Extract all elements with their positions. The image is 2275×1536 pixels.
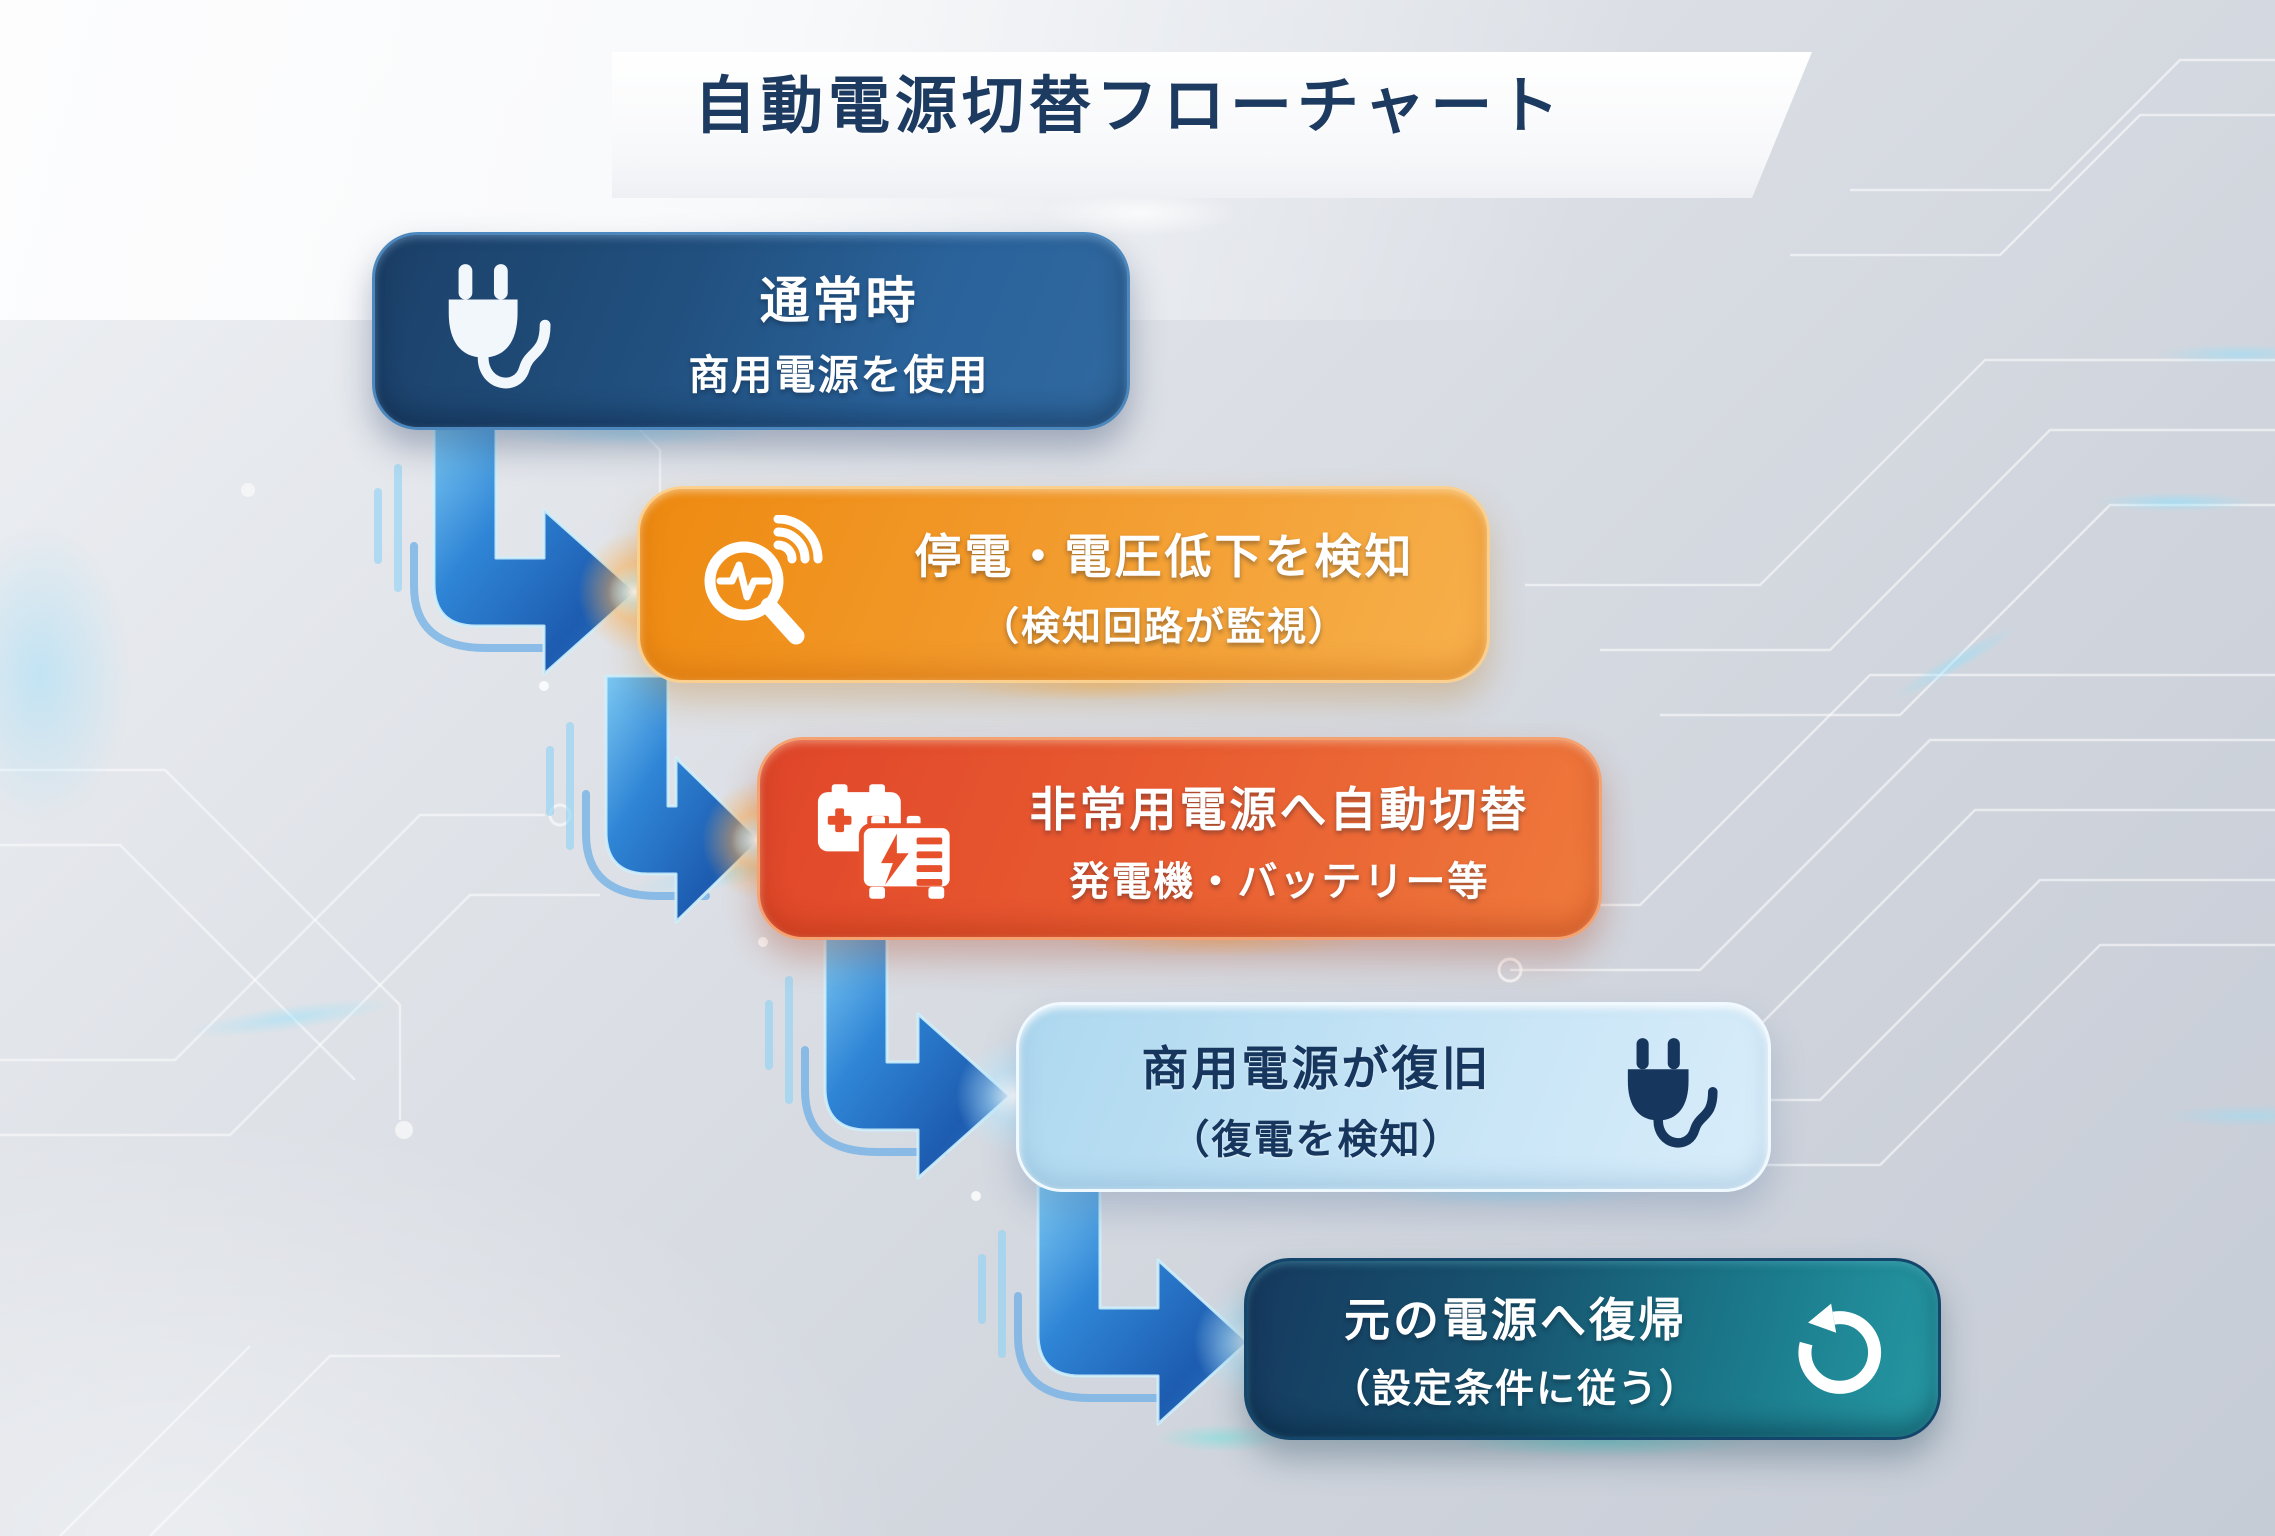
step-title: 通常時 bbox=[759, 273, 919, 329]
step-title: 元の電源へ復帰 bbox=[1344, 1294, 1687, 1346]
step-box-3-switch-to-emergency: 非常用電源へ自動切替 発電機・バッテリー等 bbox=[757, 737, 1602, 940]
step-box-5-return-to-original-power: 元の電源へ復帰 （設定条件に従う） bbox=[1244, 1258, 1941, 1440]
step-subtitle: （復電を検知） bbox=[1169, 1117, 1464, 1162]
step-title: 商用電源が復旧 bbox=[1141, 1041, 1492, 1095]
step-subtitle: 発電機・バッテリー等 bbox=[1069, 859, 1490, 904]
page-title: 自動電源切替フローチャート bbox=[694, 72, 1565, 141]
battery-generator-icon bbox=[812, 772, 960, 906]
step-text: 通常時 商用電源を使用 bbox=[551, 261, 1127, 401]
power-plug-icon bbox=[433, 259, 551, 403]
step-subtitle: （設定条件に従う） bbox=[1330, 1368, 1700, 1411]
step-subtitle: （検知回路が監視） bbox=[979, 605, 1349, 649]
step-text: 元の電源へ復帰 （設定条件に従う） bbox=[1247, 1284, 1784, 1414]
step-text: 非常用電源へ自動切替 発電機・バッテリー等 bbox=[960, 771, 1599, 907]
step-subtitle: 商用電源を使用 bbox=[688, 352, 990, 398]
restore-rotate-icon bbox=[1784, 1295, 1892, 1403]
step-text: 停電・電圧低下を検知 （検知回路が監視） bbox=[842, 518, 1487, 652]
title-band bbox=[612, 52, 1812, 198]
step-box-1-normal-power: 通常時 商用電源を使用 bbox=[372, 232, 1130, 430]
power-plug-icon bbox=[1614, 1034, 1718, 1160]
step-box-4-commercial-power-restored: 商用電源が復旧 （復電を検知） bbox=[1016, 1002, 1771, 1192]
step-box-2-outage-detected: 停電・電圧低下を検知 （検知回路が監視） bbox=[637, 486, 1490, 683]
step-title: 非常用電源へ自動切替 bbox=[1029, 782, 1530, 836]
step-text: 商用電源が復旧 （復電を検知） bbox=[1019, 1030, 1614, 1165]
step-title: 停電・電圧低下を検知 bbox=[914, 529, 1415, 583]
outage-detect-magnifier-icon bbox=[692, 514, 842, 655]
